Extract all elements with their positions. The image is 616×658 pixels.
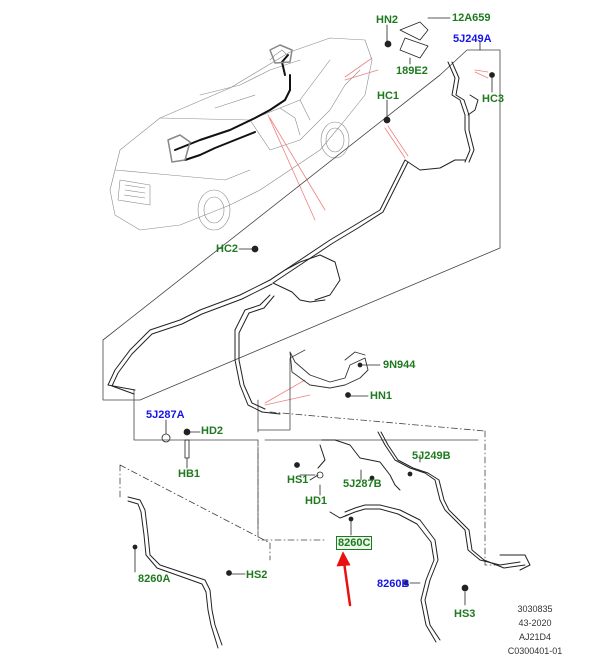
highlight-arrow — [336, 551, 352, 607]
callout-hs3: HS3 — [454, 608, 476, 620]
callout-hs2: HS2 — [246, 569, 268, 581]
harness-5j249b — [317, 431, 531, 571]
callout-hd2: HD2 — [201, 425, 224, 437]
callout-hn2: HN2 — [376, 14, 399, 26]
callout-5j287b: 5J287B — [343, 478, 382, 490]
vehicle-illustration — [109, 37, 373, 231]
callout-5j249a: 5J249A — [453, 33, 492, 45]
ref-code-1: 3030835 — [517, 604, 553, 614]
fasteners — [132, 21, 495, 592]
callout-189e2: 189E2 — [396, 65, 428, 77]
red-leader-lines — [264, 57, 489, 406]
ref-code-2: 43-2020 — [518, 618, 552, 628]
bracket-9n944 — [289, 351, 369, 389]
pipe-8260a — [127, 496, 223, 649]
callout-hc3: HC3 — [482, 93, 505, 105]
callout-9n944: 9N944 — [383, 359, 416, 371]
callout-hb1: HB1 — [178, 468, 201, 480]
callout-hn1: HN1 — [370, 390, 393, 402]
vehicle-harness — [174, 54, 291, 161]
callout-hd1: HD1 — [305, 495, 328, 507]
callout-hc2: HC2 — [216, 243, 239, 255]
callout-8260b: 8260B — [377, 578, 410, 590]
engine-bay-components — [167, 44, 293, 163]
ref-code-3: AJ21D4 — [518, 632, 552, 642]
callout-8260a: 8260A — [138, 573, 171, 585]
callout-5j249b: 5J249B — [412, 450, 451, 462]
callout-leaders — [134, 17, 493, 606]
callout-hc1: HC1 — [377, 90, 400, 102]
pipe-8260b-8260c — [329, 504, 441, 643]
ref-code-4: C0300401-01 — [507, 646, 563, 656]
callout-hs1: HS1 — [287, 474, 309, 486]
callout-8260c: 8260C — [336, 536, 373, 550]
harness-5j249a — [107, 61, 479, 415]
callout-12a659: 12A659 — [452, 12, 491, 24]
callout-5j287a: 5J287A — [146, 409, 185, 421]
